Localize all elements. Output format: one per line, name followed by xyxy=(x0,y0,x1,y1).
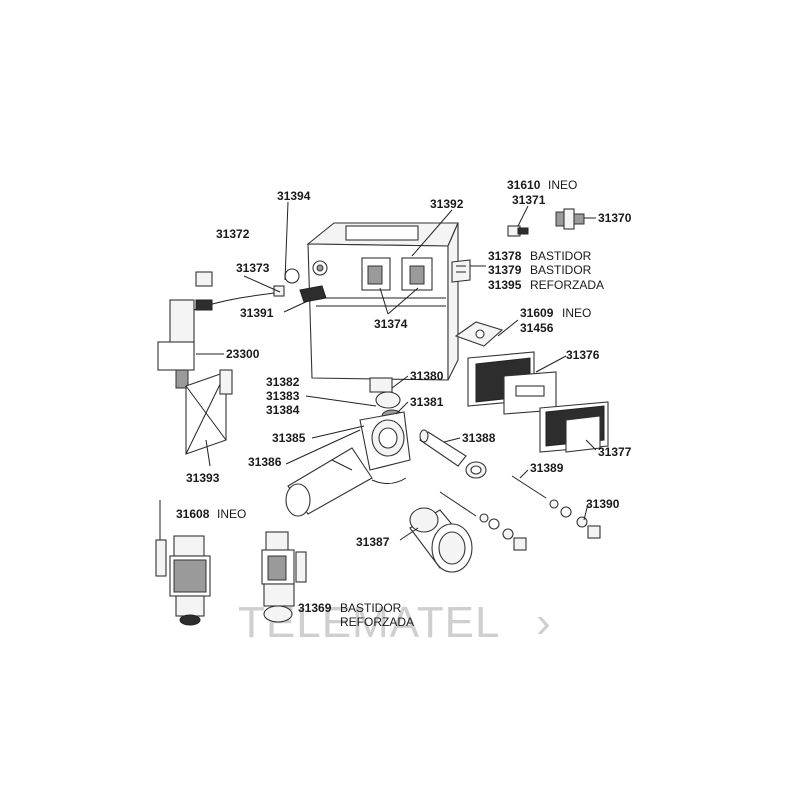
label-31392: 31392 xyxy=(430,197,464,211)
label-31383: 31383 xyxy=(266,389,300,403)
label-31394: 31394 xyxy=(277,189,311,203)
label-31377: 31377 xyxy=(598,445,632,459)
label-31388: 31388 xyxy=(462,431,496,445)
label-31610: 31610 xyxy=(507,178,541,192)
label-31381: 31381 xyxy=(410,395,444,409)
part-labels: 31394 31392 31610 INEO 31371 31370 31372… xyxy=(176,178,632,629)
outlet-elbow-assembly xyxy=(285,391,411,517)
gasket-31391 xyxy=(299,285,327,303)
label-31609: 31609 xyxy=(520,306,554,320)
label-31386: 31386 xyxy=(248,455,282,469)
label-31374: 31374 xyxy=(374,317,408,331)
label-23300: 23300 xyxy=(226,347,260,361)
label-31379: 31379 xyxy=(488,263,522,277)
label-31382: 31382 xyxy=(266,375,300,389)
button-frame-31376 xyxy=(467,351,557,415)
leader-lines xyxy=(196,201,597,541)
label-31369-suffix2: REFORZADA xyxy=(340,615,414,629)
label-31370: 31370 xyxy=(598,211,632,225)
screws-left xyxy=(439,491,527,551)
label-31369: 31369 xyxy=(298,601,332,615)
connector-31387 xyxy=(409,507,473,573)
pipe-31388 xyxy=(419,429,487,479)
cistern-tank xyxy=(306,222,459,393)
label-31378: 31378 xyxy=(488,249,522,263)
float-frame-31393 xyxy=(185,369,233,455)
label-31610-suffix: INEO xyxy=(548,178,577,192)
label-31372: 31372 xyxy=(216,227,250,241)
label-31379-suffix: BASTIDOR xyxy=(530,263,592,277)
label-31456: 31456 xyxy=(520,321,554,335)
label-31378-suffix: BASTIDOR xyxy=(530,249,592,263)
label-31609-suffix: INEO xyxy=(562,306,591,320)
label-31390: 31390 xyxy=(586,497,620,511)
label-31391: 31391 xyxy=(240,306,274,320)
label-31608-suffix: INEO xyxy=(217,507,246,521)
label-31608: 31608 xyxy=(176,507,210,521)
label-31395-suffix: REFORZADA xyxy=(530,278,604,292)
label-31371: 31371 xyxy=(512,193,546,207)
label-31384: 31384 xyxy=(266,403,300,417)
label-31369-suffix: BASTIDOR xyxy=(340,601,402,615)
valve-31370 xyxy=(555,208,585,230)
label-31395: 31395 xyxy=(488,278,522,292)
label-31376: 31376 xyxy=(566,348,600,362)
flush-valve-31369 xyxy=(261,531,307,623)
label-31385: 31385 xyxy=(272,431,306,445)
flush-valve-31608 xyxy=(155,500,211,626)
fill-valve-23300 xyxy=(157,268,300,389)
watermark-chevron-icon: › xyxy=(536,598,552,647)
screws-31389 xyxy=(511,475,601,539)
plate-31609 xyxy=(454,321,504,347)
label-31387: 31387 xyxy=(356,535,390,549)
valve-31371 xyxy=(507,225,529,237)
bracket-31378 xyxy=(451,259,471,283)
label-31393: 31393 xyxy=(186,471,220,485)
label-31373: 31373 xyxy=(236,261,270,275)
button-frame-31377 xyxy=(539,401,609,453)
label-31380: 31380 xyxy=(410,369,444,383)
label-31389: 31389 xyxy=(530,461,564,475)
